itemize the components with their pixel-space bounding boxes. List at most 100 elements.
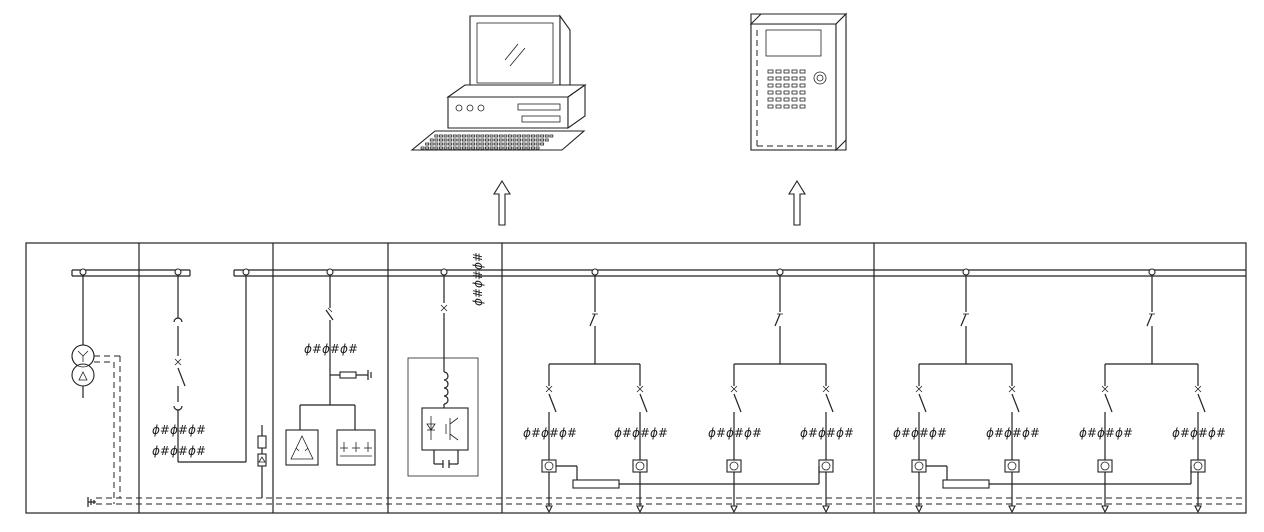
keyboard-key bbox=[475, 146, 480, 150]
keyboard-key bbox=[489, 142, 494, 146]
keyboard-key bbox=[448, 146, 453, 150]
igbt-converter-icon: ϕ#ϕ#ϕ# bbox=[407, 252, 485, 477]
keypad-key bbox=[767, 83, 774, 88]
desktop-computer-icon bbox=[410, 14, 587, 151]
keyboard-key bbox=[462, 138, 466, 142]
keyboard-key bbox=[452, 142, 457, 146]
keyboard-key bbox=[471, 146, 476, 150]
keypad-key bbox=[775, 90, 782, 95]
meter-dial bbox=[635, 461, 645, 471]
keyboard-key bbox=[429, 142, 434, 146]
keypad-key bbox=[791, 104, 798, 109]
ct-symbol: ϕ#ϕ#ϕ# bbox=[304, 342, 358, 356]
keypad-key bbox=[775, 97, 782, 102]
keyboard-key bbox=[434, 142, 439, 146]
keyboard-key bbox=[526, 138, 531, 142]
keyboard-key bbox=[508, 138, 512, 142]
keypad-key bbox=[767, 69, 774, 74]
keyboard-key bbox=[434, 138, 439, 142]
keypad-key bbox=[783, 90, 790, 95]
keyboard-key bbox=[535, 146, 540, 150]
feeder-branch: ϕ#ϕ#ϕ# bbox=[614, 364, 668, 514]
keyboard-key bbox=[448, 134, 453, 138]
keyboard-key bbox=[429, 138, 434, 142]
keyboard-key bbox=[512, 142, 517, 146]
meter-dial bbox=[1007, 461, 1017, 471]
keyboard-key bbox=[508, 146, 512, 150]
keyboard-key bbox=[480, 138, 485, 142]
keyboard-key bbox=[494, 138, 499, 142]
bus-tap bbox=[776, 268, 784, 276]
keyboard-key bbox=[457, 138, 462, 142]
meter-dial bbox=[821, 461, 831, 471]
keyboard-key bbox=[485, 146, 489, 150]
ct-symbol: ϕ#ϕ#ϕ# bbox=[152, 444, 206, 458]
resistor bbox=[942, 479, 990, 489]
ct-symbol: ϕ#ϕ#ϕ# bbox=[1172, 426, 1226, 440]
keyboard-key bbox=[471, 142, 476, 146]
keyboard-key bbox=[517, 134, 522, 138]
keyboard-key bbox=[420, 146, 425, 150]
outgoing-arrow bbox=[915, 505, 923, 514]
control-link bbox=[556, 465, 820, 489]
keyboard-key bbox=[544, 134, 549, 138]
keyboard-key bbox=[526, 142, 531, 146]
keyboard-key bbox=[452, 138, 457, 142]
ct-symbol: ϕ#ϕ#ϕ# bbox=[471, 252, 485, 306]
keyboard-key bbox=[531, 138, 535, 142]
keyboard-key bbox=[485, 142, 489, 146]
ground-conductor bbox=[87, 497, 1246, 507]
keyboard-key bbox=[452, 146, 457, 150]
keyboard-key bbox=[521, 138, 526, 142]
keyboard-key bbox=[457, 134, 462, 138]
keyboard-key bbox=[439, 138, 443, 142]
feeder-branch: ϕ#ϕ#ϕ# bbox=[1172, 364, 1226, 514]
keyboard-key bbox=[485, 134, 489, 138]
keypad-key bbox=[791, 76, 798, 81]
keypad-key bbox=[783, 104, 790, 109]
control-link bbox=[926, 465, 1192, 489]
meter-dial bbox=[729, 461, 739, 471]
busbar bbox=[71, 269, 1246, 277]
keypad-key bbox=[799, 83, 806, 88]
outgoing-arrow bbox=[636, 505, 644, 514]
uplink-arrow-left bbox=[493, 179, 511, 226]
keypad-key bbox=[783, 76, 790, 81]
keyboard-key bbox=[471, 134, 476, 138]
keyboard-key bbox=[475, 138, 480, 142]
keyboard-key bbox=[434, 146, 439, 150]
keyboard-key bbox=[448, 138, 453, 142]
keyboard-key bbox=[503, 146, 508, 150]
keyboard-key bbox=[443, 142, 448, 146]
keypad-key bbox=[775, 69, 782, 74]
keyboard-key bbox=[443, 146, 448, 150]
keyboard-key bbox=[480, 142, 485, 146]
keypad-key bbox=[791, 69, 798, 74]
keyboard-key bbox=[471, 138, 476, 142]
ct-symbol: ϕ#ϕ#ϕ# bbox=[523, 426, 577, 440]
meter-dial bbox=[1100, 461, 1110, 471]
feeder-branch: ϕ#ϕ#ϕ# bbox=[986, 364, 1040, 514]
incoming-switch-icon: ϕ#ϕ#ϕ# ϕ#ϕ#ϕ# bbox=[152, 268, 267, 498]
keyboard-key bbox=[425, 146, 430, 150]
keyboard-key bbox=[462, 142, 466, 146]
ct-symbol: ϕ#ϕ#ϕ# bbox=[893, 426, 947, 440]
ct-symbol: ϕ#ϕ#ϕ# bbox=[708, 426, 762, 440]
keypad-key bbox=[799, 97, 806, 102]
meter-dial bbox=[1193, 461, 1203, 471]
keyboard-key bbox=[466, 142, 471, 146]
outgoing-arrow bbox=[1008, 505, 1016, 514]
feeder-branch: ϕ#ϕ#ϕ# bbox=[523, 364, 577, 514]
keypad-key bbox=[775, 83, 782, 88]
keyboard-key bbox=[517, 138, 522, 142]
keyboard-key bbox=[466, 138, 471, 142]
feeder-group-icon: ϕ#ϕ#ϕ#ϕ#ϕ#ϕ# bbox=[1079, 268, 1226, 514]
keypad-key bbox=[783, 69, 790, 74]
keypad-key bbox=[791, 97, 798, 102]
keypad-key bbox=[799, 104, 806, 109]
keyboard-key bbox=[498, 138, 503, 142]
keyboard-key bbox=[498, 146, 503, 150]
keypad-key bbox=[767, 104, 774, 109]
outgoing-arrow bbox=[1194, 505, 1202, 514]
keyboard-key bbox=[498, 142, 503, 146]
